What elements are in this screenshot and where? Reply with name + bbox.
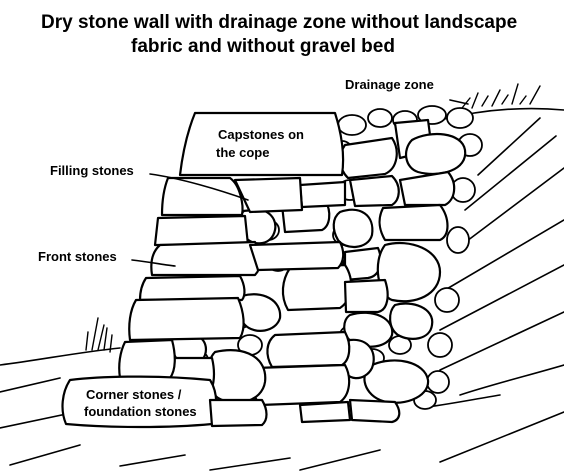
label-corner-stones-line-1: Corner stones / [86, 387, 182, 402]
label-front-stones: Front stones [38, 249, 117, 264]
label-corner-stones-line-2: foundation stones [84, 404, 197, 419]
label-capstones-line-1: Capstones on [218, 127, 304, 142]
leader-front-stones [131, 259, 176, 267]
label-leader-lines [131, 99, 469, 267]
diagram-title-line-1: Dry stone wall with drainage zone withou… [41, 12, 518, 33]
grass-tufts [85, 83, 541, 353]
leader-filling-stones [149, 173, 249, 201]
label-drainage-zone: Drainage zone [345, 77, 434, 92]
label-filling-stones: Filling stones [50, 163, 134, 178]
label-capstones-line-2: the cope [216, 145, 270, 160]
leader-drainage-zone [449, 99, 469, 105]
diagram-title-line-2: fabric and without gravel bed [131, 36, 395, 57]
front-face-stones [61, 111, 345, 429]
ground-hatching [0, 107, 564, 471]
